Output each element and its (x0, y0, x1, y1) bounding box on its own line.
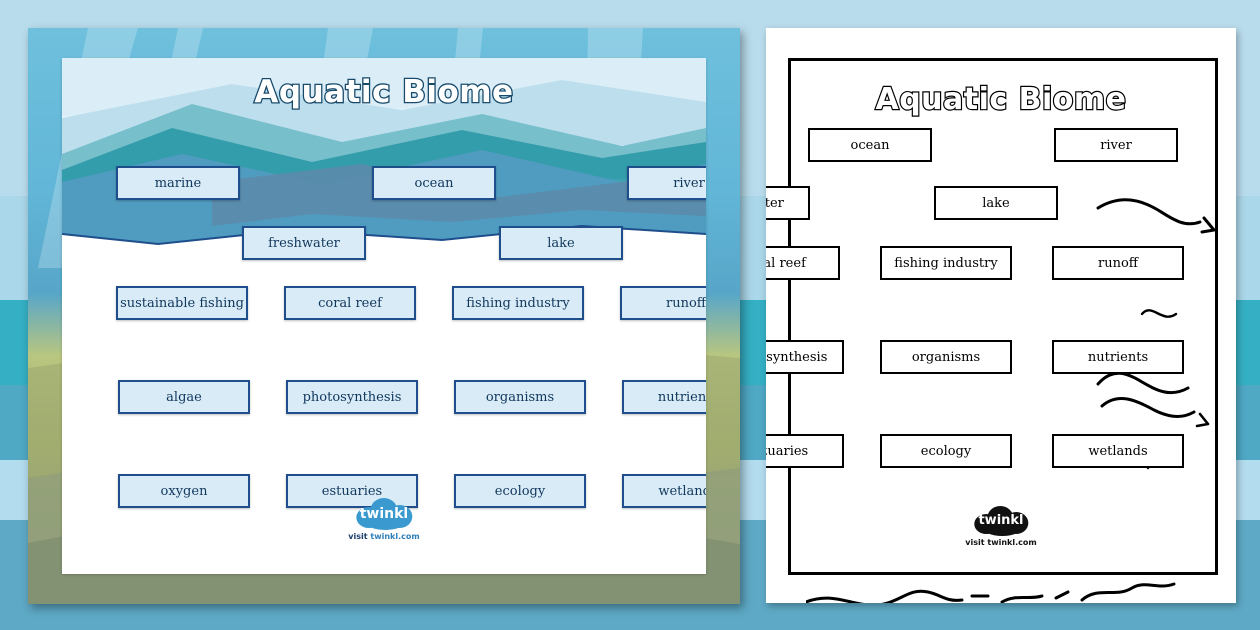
bw-card[interactable]: coral reef (766, 246, 840, 280)
word-card-label: nutrients (657, 389, 706, 405)
bw-card-label: wetlands (1088, 443, 1148, 459)
bw-card[interactable]: lake (934, 186, 1058, 220)
twinkl-logo[interactable]: twinkl visit twinkl.com (348, 498, 420, 541)
bw-card[interactable]: ecology (880, 434, 1012, 468)
word-card-label: algae (166, 389, 202, 405)
bw-card-label: ecology (920, 443, 972, 459)
bw-card[interactable]: runoff (1052, 246, 1184, 280)
word-card-label: sustainable fishing (120, 295, 244, 311)
worksheet-inner-area: Aquatic Biome marine ocean river freshwater… (62, 58, 706, 574)
word-card[interactable]: photosynthesis (286, 380, 418, 414)
bw-card[interactable]: ocean (808, 128, 932, 162)
bw-logo-visit-text: visit twinkl.com (965, 538, 1037, 547)
word-card-label: ocean (414, 175, 454, 191)
word-card-label: coral reef (318, 295, 382, 311)
word-card-label: lake (547, 235, 575, 251)
word-card-label: marine (154, 175, 202, 191)
word-card-label: oxygen (160, 483, 208, 499)
bw-card-label: nutrients (1087, 349, 1149, 365)
word-card-label: ecology (494, 483, 546, 499)
bw-card[interactable]: photosynthesis (766, 340, 844, 374)
bw-card-label: organisms (911, 349, 981, 365)
word-card[interactable]: estuaries (286, 474, 418, 508)
word-card[interactable]: oxygen (118, 474, 250, 508)
bw-card-label: ocean (850, 137, 890, 153)
word-card[interactable]: algae (118, 380, 250, 414)
word-card[interactable]: ocean (372, 166, 496, 200)
bw-wave-line-1 (1096, 198, 1216, 234)
word-card[interactable]: fishing industry (452, 286, 584, 320)
word-card[interactable]: lake (499, 226, 623, 260)
logo-visit-text: visit twinkl.com (348, 532, 420, 541)
bw-card-label: photosynthesis (766, 349, 828, 365)
word-card[interactable]: sustainable fishing (116, 286, 248, 320)
word-card[interactable]: nutrients (622, 380, 706, 414)
word-card[interactable]: wetlands (622, 474, 706, 508)
word-card-label: fishing industry (466, 295, 570, 311)
bw-card-label: lake (982, 195, 1010, 211)
word-card[interactable]: coral reef (284, 286, 416, 320)
bw-card-label: river (1100, 137, 1132, 153)
bw-card[interactable]: wetlands (1052, 434, 1184, 468)
bw-wave-line-2 (1140, 309, 1178, 318)
bw-card[interactable]: fishing industry (880, 246, 1012, 280)
word-card[interactable]: organisms (454, 380, 586, 414)
word-card-label: runoff (665, 295, 706, 311)
word-card[interactable]: runoff (620, 286, 706, 320)
bw-page-frame (788, 58, 1218, 575)
bw-wave-line-3 (1096, 371, 1210, 428)
word-card-label: river (673, 175, 705, 191)
color-worksheet-page[interactable]: Aquatic Biome marine ocean river freshwater… (28, 28, 740, 604)
bw-logo-wordmark: twinkl (978, 513, 1024, 528)
bw-twinkl-logo[interactable]: twinkl visit twinkl.com (965, 506, 1037, 547)
bw-cloud-icon: twinkl (974, 506, 1028, 536)
bw-card-label: runoff (1097, 255, 1139, 271)
word-card-label: freshwater (268, 235, 340, 251)
logo-wordmark: twinkl (359, 506, 409, 522)
word-card-label: wetlands (658, 483, 706, 499)
bw-seabed-line (806, 582, 1176, 603)
bw-card[interactable]: freshwater (766, 186, 810, 220)
bw-card[interactable]: organisms (880, 340, 1012, 374)
bw-card[interactable]: estuaries (766, 434, 844, 468)
bw-card-label: freshwater (766, 195, 784, 211)
bw-card-label: estuaries (766, 443, 809, 459)
word-card-label: photosynthesis (302, 389, 402, 405)
word-card[interactable]: freshwater (242, 226, 366, 260)
word-card[interactable]: ecology (454, 474, 586, 508)
word-card[interactable]: river (627, 166, 706, 200)
word-card[interactable]: marine (116, 166, 240, 200)
bw-worksheet-page[interactable]: Aquatic Biome ocean river freshwater lake co… (766, 28, 1236, 603)
page-title: Aquatic Biome (253, 73, 514, 112)
word-card-label: organisms (485, 389, 555, 405)
bw-card[interactable]: river (1054, 128, 1178, 162)
bw-card-label: coral reef (766, 255, 806, 271)
cloud-icon: twinkl (356, 498, 412, 530)
bw-card-label: fishing industry (894, 255, 998, 271)
bw-card[interactable]: nutrients (1052, 340, 1184, 374)
bw-page-title: Aquatic Biome (874, 81, 1127, 118)
word-card-label: estuaries (321, 483, 383, 499)
